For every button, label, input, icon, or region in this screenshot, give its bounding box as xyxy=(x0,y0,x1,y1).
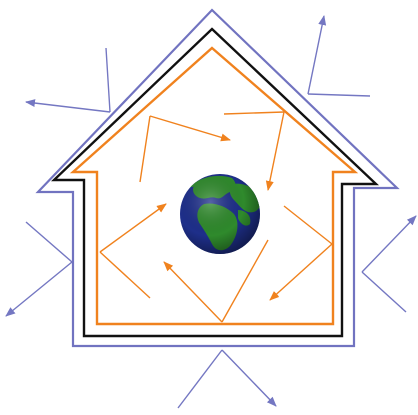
reflected-ray-5-arrow xyxy=(100,204,166,252)
escaping-ray-top-left-arrow xyxy=(26,102,110,112)
escaping-ray-bottom-arrow xyxy=(222,350,276,406)
reflected-ray-2 xyxy=(224,112,284,114)
escaping-ray-top-right xyxy=(308,94,370,96)
reflected-ray-2-arrow xyxy=(268,112,284,190)
earth-globe-icon xyxy=(180,174,260,254)
escaping-ray-right xyxy=(362,272,406,312)
escaping-ray-bottom xyxy=(178,350,222,408)
reflected-ray-3-arrow xyxy=(270,244,332,300)
escaping-ray-left-arrow xyxy=(6,262,72,316)
escaping-ray-top-left xyxy=(106,48,110,112)
escaping-ray-right-arrow xyxy=(362,216,416,272)
escaping-ray-left xyxy=(26,222,72,262)
globe-shading xyxy=(180,174,260,254)
reflected-ray-1 xyxy=(140,116,150,182)
reflected-ray-5 xyxy=(100,252,150,298)
reflected-ray-3 xyxy=(284,206,332,244)
reflected-ray-4-arrow xyxy=(164,262,222,322)
escaping-ray-top-right-arrow xyxy=(308,16,324,94)
reflected-ray-1-arrow xyxy=(150,116,230,140)
